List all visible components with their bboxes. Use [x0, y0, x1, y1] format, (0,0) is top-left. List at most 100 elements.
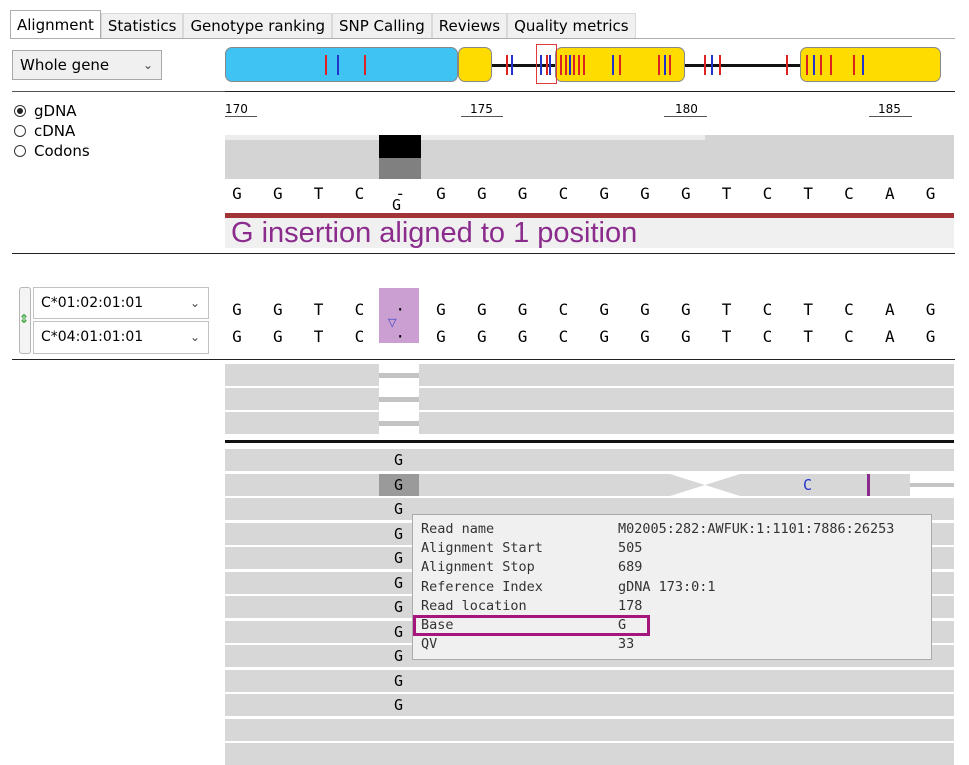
base: C [762, 327, 773, 346]
allele-select-2[interactable]: C*04:01:01:01 ⌄ [33, 321, 209, 354]
coverage-track [225, 135, 954, 179]
base: A [884, 300, 895, 319]
divider [12, 91, 225, 92]
variant-tick [506, 55, 508, 75]
exon-3[interactable] [555, 47, 685, 82]
swap-alleles-button[interactable]: ⇕ [19, 287, 31, 354]
read-bar[interactable] [225, 743, 954, 765]
tooltip-value: gDNA 173:0:1 [618, 578, 716, 595]
base: C [762, 300, 773, 319]
base: T [803, 184, 813, 203]
base: C [844, 327, 854, 346]
radio-cdna[interactable]: cDNA [14, 121, 75, 141]
read-base: G [394, 598, 404, 616]
base: G [232, 184, 242, 203]
base: C [354, 327, 365, 346]
base: G [640, 327, 650, 346]
intron-line [490, 64, 940, 67]
read-base: G [394, 524, 404, 543]
radio-codons[interactable]: Codons [14, 141, 90, 161]
read-bar[interactable] [225, 669, 954, 692]
ruler-label: 180 [675, 102, 698, 116]
group-separator [225, 440, 954, 443]
variant-tick [583, 55, 585, 75]
base: T [313, 184, 324, 203]
variant-tick [806, 55, 808, 75]
variant-tick [549, 55, 551, 75]
tab-reviews[interactable]: Reviews [431, 13, 508, 39]
variant-tick [325, 55, 327, 75]
variant-tick [658, 55, 660, 75]
chevron-down-icon: ⌄ [189, 330, 200, 344]
variant-tick [540, 55, 542, 75]
radio-indicator [14, 145, 26, 157]
read-base: G [394, 500, 404, 518]
radio-gdna[interactable]: gDNA [14, 101, 77, 121]
variant-tick [664, 55, 666, 75]
insertion-column-highlight [379, 288, 419, 343]
swap-arrows-icon: ⇕ [19, 312, 30, 326]
tab-genotype-ranking[interactable]: Genotype ranking [183, 13, 332, 39]
tab-alignment[interactable]: Alignment [10, 10, 101, 39]
divider [12, 359, 955, 360]
variant-tick [619, 55, 621, 75]
base: T [803, 300, 813, 319]
allele-select-1[interactable]: C*01:02:01:01 ⌄ [33, 287, 209, 319]
base: C [762, 184, 773, 203]
region-select-value: Whole gene [20, 56, 110, 74]
base: - [395, 184, 405, 203]
exon-4[interactable] [800, 47, 941, 82]
tooltip-key: Base [421, 617, 454, 633]
base: C [844, 300, 854, 319]
tab-snp-calling[interactable]: SNP Calling [332, 13, 432, 39]
ruler-label: 185 [878, 102, 901, 116]
base-highlight-box [413, 615, 650, 636]
tab-statistics[interactable]: Statistics [100, 13, 184, 39]
variant-tick [546, 55, 548, 75]
variant-tick [612, 55, 614, 75]
read-bar[interactable] [225, 412, 954, 434]
read-bar[interactable] [225, 718, 954, 741]
divider [12, 253, 955, 254]
ruler-label: 175 [470, 102, 493, 116]
base: G [436, 184, 446, 203]
exon-2[interactable] [458, 47, 492, 82]
base: C [558, 327, 569, 346]
read-base: G [394, 451, 404, 469]
variant-tick [565, 55, 567, 75]
tooltip-key: Alignment Stop [421, 559, 535, 576]
insertion-marker-icon: ▽ [388, 316, 397, 329]
inserted-base: G [392, 196, 402, 214]
insertion-annotation: G insertion aligned to 1 position [231, 217, 638, 249]
variant-tick [669, 55, 671, 75]
base: G [599, 300, 609, 319]
base: · [395, 327, 405, 346]
variant-tick [820, 55, 822, 75]
base: G [680, 184, 691, 203]
radio-label: Codons [34, 142, 90, 160]
read-bar[interactable] [225, 449, 954, 471]
tab-quality-metrics[interactable]: Quality metrics [507, 13, 636, 39]
read-base: G [394, 549, 404, 567]
read-bar[interactable] [225, 694, 954, 716]
region-select[interactable]: Whole gene ⌄ [12, 50, 162, 80]
read-bar[interactable] [225, 364, 954, 386]
base: G [925, 184, 936, 203]
read-bar[interactable] [225, 473, 954, 496]
exon-1[interactable] [225, 47, 458, 82]
view-window-marker[interactable] [536, 44, 557, 84]
base: G [476, 327, 487, 346]
gap-mark [379, 421, 419, 426]
base: G [599, 184, 609, 203]
read-bar[interactable] [225, 388, 954, 410]
radio-label: cDNA [34, 122, 76, 140]
variant-tick [573, 55, 575, 75]
base: G [925, 300, 936, 319]
variant-tick [364, 55, 366, 75]
base: · [395, 300, 405, 319]
base: C [558, 300, 569, 319]
base: G [272, 327, 283, 346]
